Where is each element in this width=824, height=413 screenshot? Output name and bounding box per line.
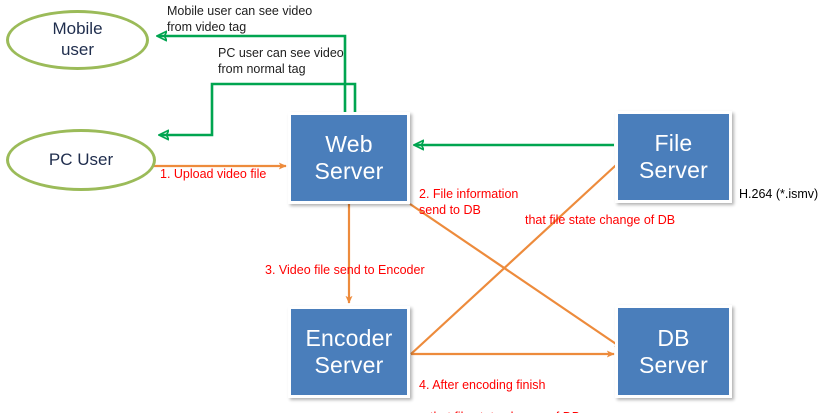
node-encoder-server-label: Encoder Server: [305, 325, 393, 378]
node-file-server-label: File Server: [639, 130, 708, 183]
flow-label-1-upload-video-file: 1. Upload video file: [160, 167, 267, 181]
flow-label-3-video-file-send-to-encoder: 3. Video file send to Encoder: [265, 263, 425, 277]
node-file-server[interactable]: File Server: [615, 111, 732, 203]
flow-label-4-line-2: that file state change of DB: [419, 409, 623, 413]
flow-label-2-file-information-send-to-db: 2. File information send to DB: [419, 187, 519, 217]
flow-label-4-after-encoding-finish: 4. After encoding finish that file state…: [419, 361, 623, 413]
arrow-encoder-server-to-file-server: [410, 154, 628, 355]
actor-pc-user-label: PC User: [48, 149, 114, 169]
node-encoder-server[interactable]: Encoder Server: [288, 306, 410, 398]
note-mobile-playback: Mobile user can see video from video tag: [167, 4, 313, 34]
actor-mobile-user-label: Mobile user: [52, 19, 103, 59]
flow-label-5-encoded-file-send-to-file-server: that file state change of DB: [525, 213, 676, 227]
node-db-server[interactable]: DB Server: [615, 305, 732, 398]
flow-label-4-line-1: 4. After encoding finish: [419, 378, 546, 392]
node-web-server[interactable]: Web Server: [288, 112, 410, 204]
actor-mobile-user[interactable]: Mobile user: [6, 10, 149, 70]
note-pc-playback: PC user can see video from normal tag: [218, 46, 344, 76]
node-web-server-label: Web Server: [314, 131, 384, 184]
note-codec-format: H.264 (*.ismv): [739, 187, 819, 201]
node-db-server-label: DB Server: [639, 324, 708, 378]
actor-pc-user[interactable]: PC User: [6, 129, 156, 191]
